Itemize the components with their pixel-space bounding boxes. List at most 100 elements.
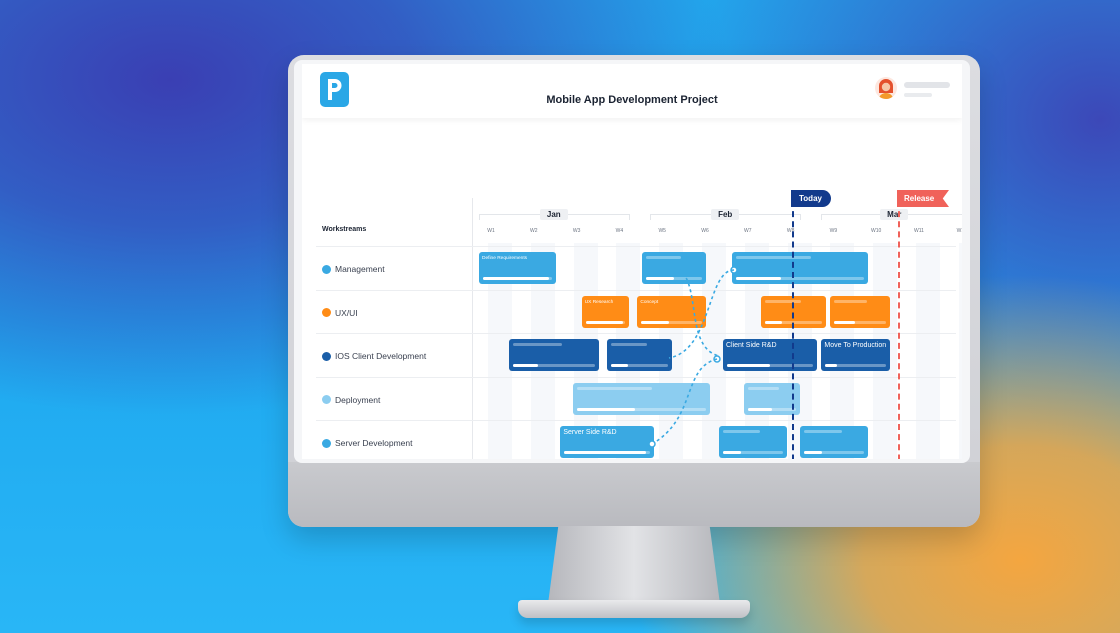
workstream-label: UX/UI bbox=[335, 307, 358, 318]
workstream-item[interactable]: Management bbox=[322, 262, 385, 276]
task-label: Define Requirements bbox=[482, 256, 528, 261]
task-progress-fill bbox=[641, 320, 669, 324]
task-label-placeholder bbox=[765, 299, 801, 303]
week-label: W11 bbox=[914, 228, 924, 234]
workstream-color-dot bbox=[322, 308, 331, 317]
workstreams-header: Workstreams bbox=[322, 226, 367, 233]
task-bar[interactable] bbox=[829, 295, 890, 328]
task-progress-fill bbox=[483, 277, 549, 280]
monitor-chin bbox=[288, 462, 980, 527]
task-progress-fill bbox=[577, 407, 636, 411]
row-divider bbox=[316, 420, 956, 421]
task-label-placeholder bbox=[722, 430, 761, 433]
task-progress-track bbox=[585, 320, 625, 324]
task-bar[interactable]: Client Side R&D bbox=[722, 339, 818, 371]
month-label[interactable]: Jan bbox=[539, 209, 568, 220]
task-bar[interactable]: UX Research bbox=[581, 295, 629, 328]
task-progress-track bbox=[564, 451, 651, 454]
week-label: W1 bbox=[487, 228, 495, 234]
task-bar[interactable] bbox=[744, 382, 800, 415]
task-progress-fill bbox=[726, 364, 771, 367]
user-avatar-icon[interactable] bbox=[875, 77, 897, 99]
dependency-line bbox=[668, 269, 735, 359]
user-role-placeholder bbox=[904, 93, 932, 97]
task-bar[interactable] bbox=[607, 339, 672, 371]
task-bar[interactable]: Move To Production bbox=[821, 339, 890, 371]
task-label-placeholder bbox=[645, 256, 681, 259]
task-bar[interactable] bbox=[718, 426, 788, 458]
week-label: W6 bbox=[701, 228, 709, 234]
task-bar[interactable] bbox=[573, 382, 711, 415]
dependency-line bbox=[666, 265, 720, 357]
task-progress-fill bbox=[512, 364, 538, 367]
week-label: W3 bbox=[572, 228, 581, 234]
month-tick bbox=[650, 214, 652, 220]
task-progress-track bbox=[512, 364, 595, 367]
task-progress-track bbox=[833, 320, 886, 324]
task-progress-track bbox=[825, 364, 886, 367]
workstream-item[interactable]: Deployment bbox=[322, 393, 380, 407]
task-label: Concept bbox=[640, 299, 659, 305]
task-bar[interactable]: Server Side R&D bbox=[560, 426, 655, 458]
today-line bbox=[792, 201, 794, 459]
week-column bbox=[958, 243, 962, 459]
workstream-label: Deployment bbox=[335, 394, 381, 405]
task-progress-fill bbox=[833, 320, 855, 324]
task-label: Client Side R&D bbox=[725, 342, 777, 349]
week-label: W5 bbox=[658, 228, 666, 234]
task-progress-track bbox=[577, 407, 707, 411]
task-progress-fill bbox=[735, 277, 781, 280]
week-column bbox=[916, 243, 940, 459]
app-header: Mobile App Development Project bbox=[302, 64, 962, 118]
workstream-color-dot bbox=[322, 351, 331, 361]
workstream-item[interactable]: UX/UI bbox=[322, 306, 358, 320]
month-tick bbox=[628, 214, 630, 220]
task-label-placeholder bbox=[512, 343, 563, 346]
week-label: W9 bbox=[829, 228, 838, 234]
week-label: W7 bbox=[744, 228, 752, 234]
task-bar[interactable]: Define Requirements bbox=[479, 252, 557, 284]
today-marker[interactable]: Today bbox=[791, 190, 831, 207]
task-progress-track bbox=[722, 451, 784, 454]
month-label[interactable]: Mar bbox=[880, 209, 909, 220]
dependency-line bbox=[651, 358, 718, 445]
task-bar[interactable]: Concept bbox=[637, 295, 706, 328]
task-bar[interactable] bbox=[731, 252, 869, 284]
monitor-base bbox=[518, 600, 750, 618]
task-progress-fill bbox=[564, 451, 647, 454]
project-title: Mobile App Development Project bbox=[546, 94, 718, 106]
month-label[interactable]: Feb bbox=[711, 209, 740, 220]
p-logo-icon[interactable] bbox=[320, 72, 349, 107]
task-label: Server Side R&D bbox=[563, 429, 617, 436]
row-divider bbox=[316, 376, 956, 378]
column-divider bbox=[472, 198, 473, 459]
task-progress-track bbox=[483, 277, 553, 280]
task-progress-track bbox=[611, 364, 668, 367]
release-line bbox=[898, 201, 900, 459]
task-bar[interactable] bbox=[641, 252, 706, 284]
week-column bbox=[702, 243, 726, 459]
monitor-stand bbox=[548, 526, 720, 604]
row-divider bbox=[316, 289, 956, 291]
workstream-item[interactable]: IOS Client Development bbox=[322, 349, 426, 363]
workstream-label: Management bbox=[335, 264, 385, 274]
week-label: W2 bbox=[530, 228, 538, 234]
task-label-placeholder bbox=[804, 430, 842, 433]
task-label-placeholder bbox=[611, 343, 647, 346]
user-name-placeholder bbox=[904, 82, 950, 88]
gantt-chart: W1W2W3W4W5W6W7W8W9W10W11W12JanFebMar Wor… bbox=[302, 118, 962, 459]
workstream-item[interactable]: Server Development bbox=[322, 436, 412, 450]
task-bar[interactable] bbox=[508, 339, 599, 371]
task-label-placeholder bbox=[748, 386, 779, 390]
week-label: W12 bbox=[956, 228, 962, 234]
task-progress-track bbox=[645, 277, 702, 280]
task-progress-track bbox=[726, 364, 814, 367]
release-marker[interactable]: Release bbox=[897, 190, 949, 207]
app-screen: Mobile App Development Project W1 W2 W3 W4 W… bbox=[302, 64, 962, 459]
week-label: W10 bbox=[871, 228, 882, 234]
week-label: W4 bbox=[615, 228, 624, 234]
task-bar[interactable] bbox=[800, 426, 869, 458]
workstream-color-dot bbox=[322, 438, 331, 448]
task-label-placeholder bbox=[833, 299, 867, 303]
task-progress-track bbox=[641, 320, 702, 324]
